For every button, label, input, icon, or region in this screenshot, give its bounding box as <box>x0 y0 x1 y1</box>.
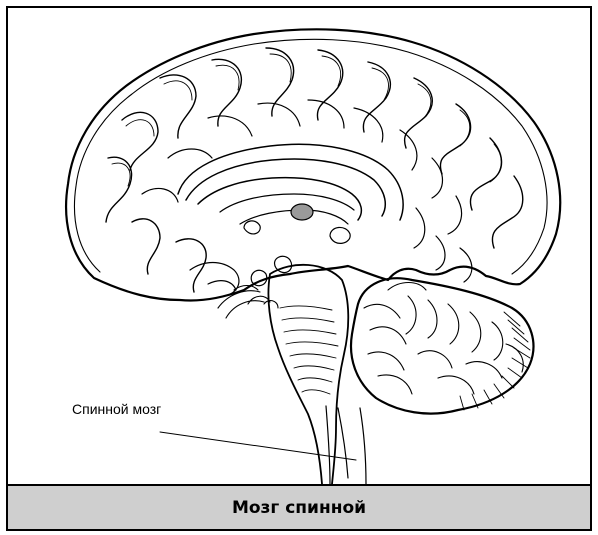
cerebellum-ridges <box>460 312 530 410</box>
brainstem-outline <box>268 265 348 484</box>
caption-bar: Мозг спинной <box>8 486 590 529</box>
fornix <box>220 194 354 224</box>
corpus-callosum <box>178 144 403 220</box>
cerebellum-folia <box>364 283 523 395</box>
temporal-lobe-curves <box>190 263 239 297</box>
spinal-cord-label: Спинной мозг <box>72 401 161 417</box>
cerebrum-outline <box>66 29 560 300</box>
cortex-sulci <box>106 48 523 292</box>
cerebellum-outline <box>351 278 533 413</box>
cortex-sulci-double <box>112 54 501 186</box>
brainstem-striations <box>280 306 338 394</box>
callout-leader-line <box>160 432 356 460</box>
figure-frame: Мозг спинной <box>6 6 592 531</box>
thalamus <box>291 204 313 220</box>
cerebrum-inner-outline <box>74 39 547 274</box>
spinal-cord-lines <box>326 406 366 484</box>
diencephalon-shapes <box>244 221 350 286</box>
figure-caption: Мозг спинной <box>232 498 366 518</box>
